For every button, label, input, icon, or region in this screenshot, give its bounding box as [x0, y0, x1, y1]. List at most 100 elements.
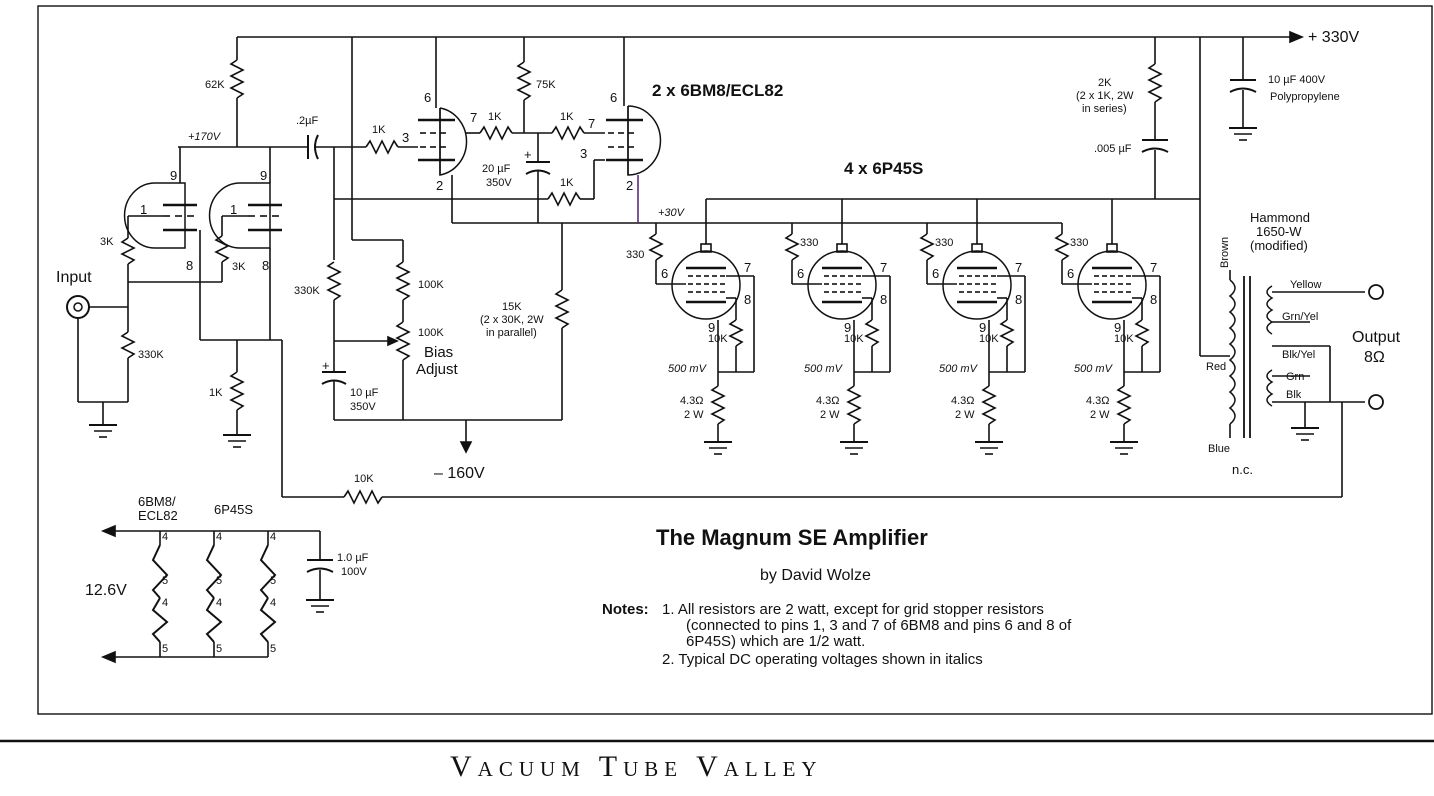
- note-2: 2. Typical DC operating voltages shown i…: [662, 651, 983, 668]
- adjust-label: Adjust: [416, 361, 459, 378]
- output-tubes-label: 4 x 6P45S: [844, 159, 923, 178]
- label-10uf-v: 350V: [350, 401, 376, 413]
- label-3k-b: 3K: [232, 261, 246, 273]
- tap-grnyel: Grn/Yel: [1282, 311, 1318, 323]
- tap-grn: Grn: [1286, 371, 1304, 383]
- label-100k-a: 100K: [418, 279, 444, 291]
- label-005uf: .005 µF: [1094, 143, 1132, 155]
- label-20uf-v: 350V: [486, 177, 512, 189]
- nc-label: n.c.: [1232, 462, 1253, 477]
- diagram-title: The Magnum SE Amplifier: [656, 525, 928, 550]
- tube-triode-1: [123, 182, 197, 249]
- svg-text:7: 7: [470, 110, 477, 125]
- svg-text:10K: 10K: [844, 333, 864, 345]
- label-100k-b: 100K: [418, 327, 444, 339]
- label-1k-d: 1K: [560, 177, 574, 189]
- svg-text:4.3Ω: 4.3Ω: [680, 395, 704, 407]
- publication-title: Vacuum Tube Valley: [450, 750, 823, 783]
- svg-text:6: 6: [932, 266, 939, 281]
- svg-text:5: 5: [216, 575, 222, 587]
- svg-text:4: 4: [270, 531, 276, 543]
- label-15k-note1: (2 x 30K, 2W: [480, 314, 544, 326]
- svg-text:+: +: [524, 147, 532, 162]
- output-terminal-icon: [1368, 394, 1384, 410]
- svg-text:4.3Ω: 4.3Ω: [951, 395, 975, 407]
- svg-text:500 mV: 500 mV: [939, 363, 979, 375]
- svg-text:9: 9: [170, 168, 177, 183]
- label-330k-a: 330K: [138, 349, 164, 361]
- tube-triode-2: [208, 182, 282, 249]
- svg-text:2 W: 2 W: [820, 409, 840, 421]
- arrow-right-icon: [1289, 30, 1305, 44]
- tube-pentode-driver-2: [606, 105, 662, 176]
- label-75k: 75K: [536, 79, 556, 91]
- svg-text:10K: 10K: [979, 333, 999, 345]
- note-1-line-2: (connected to pins 1, 3 and 7 of 6BM8 an…: [686, 617, 1072, 634]
- label-1k-b: 1K: [488, 111, 502, 123]
- svg-text:7: 7: [1150, 260, 1157, 275]
- heater-col1b: ECL82: [138, 508, 178, 523]
- wire-brown-label: Brown: [1219, 237, 1231, 268]
- heater-col1a: 6BM8/: [138, 494, 176, 509]
- output-impedance-label: 8Ω: [1364, 349, 1385, 366]
- svg-text:9: 9: [708, 320, 715, 335]
- driver-tubes-label: 2 x 6BM8/ECL82: [652, 81, 783, 100]
- svg-text:330: 330: [800, 237, 818, 249]
- label-2k: 2K: [1098, 77, 1112, 89]
- label-1k-cathode: 1K: [209, 387, 223, 399]
- svg-text:5: 5: [270, 643, 276, 655]
- svg-text:4: 4: [270, 597, 276, 609]
- svg-text:1: 1: [140, 202, 147, 217]
- svg-text:7: 7: [880, 260, 887, 275]
- arrow-left-icon: [100, 650, 116, 664]
- label-1uf: 1.0 µF: [337, 552, 369, 564]
- output-label: Output: [1352, 329, 1401, 346]
- note-1-line-1: 1. All resistors are 2 watt, except for …: [662, 601, 1044, 618]
- svg-text:6: 6: [1067, 266, 1074, 281]
- label-1uf-v: 100V: [341, 566, 367, 578]
- svg-text:7: 7: [744, 260, 751, 275]
- b-plus-label: + 330V: [1308, 29, 1359, 46]
- hammond-model-label: 1650-W: [1256, 224, 1302, 239]
- b-minus-label: – 160V: [434, 465, 485, 482]
- tube-pentode-driver-1: [418, 107, 468, 176]
- svg-text:8: 8: [186, 258, 193, 273]
- svg-text:1: 1: [230, 202, 237, 217]
- arrow-down-icon: [459, 441, 473, 454]
- svg-text:2: 2: [626, 178, 633, 193]
- label-cap-02uf: .2µF: [296, 115, 319, 127]
- output-terminal-icon: [1368, 284, 1384, 300]
- wire-red-label: Red: [1206, 361, 1226, 373]
- input-label: Input: [56, 269, 92, 286]
- label-330k-b: 330K: [294, 285, 320, 297]
- label-62k: 62K: [205, 79, 225, 91]
- svg-text:500 mV: 500 mV: [804, 363, 844, 375]
- svg-text:8: 8: [744, 292, 751, 307]
- label-20uf: 20 µF: [482, 163, 511, 175]
- arrow-left-icon: [100, 524, 116, 538]
- hammond-label: Hammond: [1250, 210, 1310, 225]
- svg-text:5: 5: [216, 643, 222, 655]
- svg-text:6: 6: [797, 266, 804, 281]
- svg-text:6: 6: [424, 90, 431, 105]
- svg-text:5: 5: [270, 575, 276, 587]
- svg-text:8: 8: [262, 258, 269, 273]
- diagram-author: by David Wolze: [760, 567, 871, 584]
- svg-text:10K: 10K: [1114, 333, 1134, 345]
- bias-label: Bias: [424, 344, 453, 361]
- filament-voltage-label: 12.6V: [85, 582, 127, 599]
- label-1k-grid-a: 1K: [372, 124, 386, 136]
- svg-text:9: 9: [844, 320, 851, 335]
- label-2k-note2: in series): [1082, 103, 1127, 115]
- svg-text:4: 4: [162, 531, 168, 543]
- svg-text:4.3Ω: 4.3Ω: [1086, 395, 1110, 407]
- label-3k-a: 3K: [100, 236, 114, 248]
- note-1-line-3: 6P45S) which are 1/2 watt.: [686, 633, 865, 650]
- label-15k: 15K: [502, 301, 522, 313]
- heater-col2: 6P45S: [214, 502, 253, 517]
